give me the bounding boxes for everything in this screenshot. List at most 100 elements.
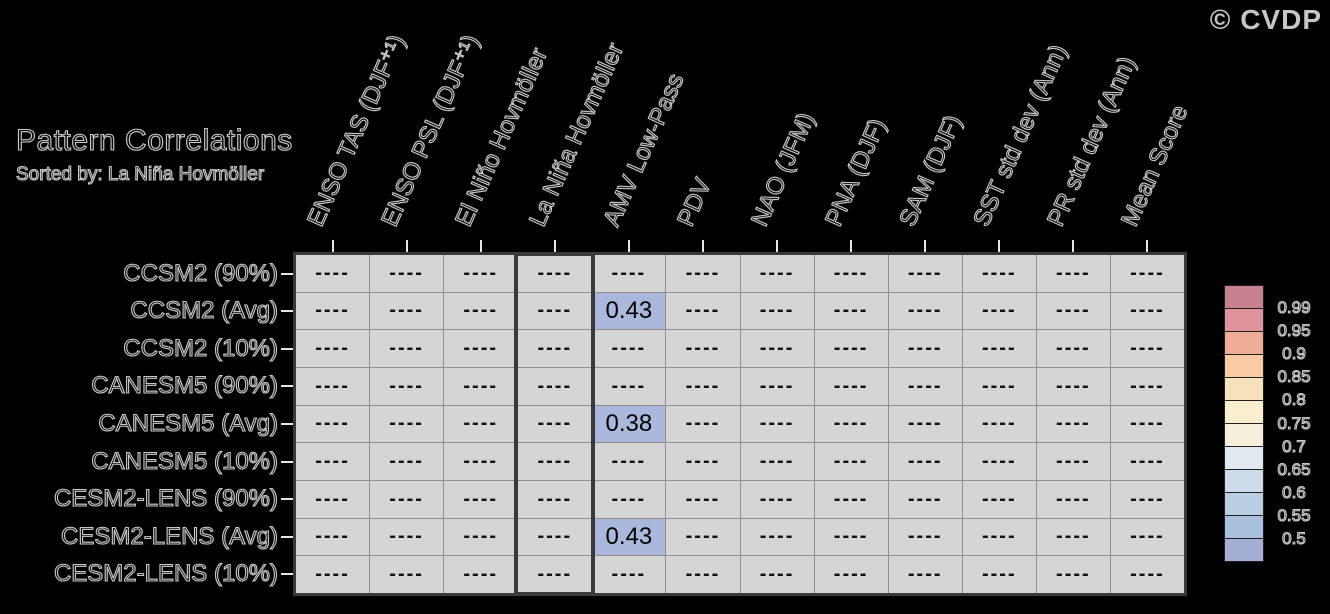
legend-color-block xyxy=(1225,309,1263,332)
grid-cell: ---- xyxy=(814,255,888,292)
grid-cell: ---- xyxy=(518,556,592,593)
legend-color-block xyxy=(1225,424,1263,447)
grid-cell: ---- xyxy=(814,518,888,556)
grid-cell: ---- xyxy=(370,443,444,480)
grid-cell: ---- xyxy=(518,292,592,330)
legend-label: 0.95 xyxy=(1277,321,1311,341)
legend-color-block xyxy=(1225,516,1263,539)
grid-cell: ---- xyxy=(370,255,444,292)
grid-cell: ---- xyxy=(814,368,888,405)
grid-cell: ---- xyxy=(962,556,1036,593)
legend-color-block xyxy=(1225,286,1263,309)
row-label: CCSM2 (90%) xyxy=(123,259,279,287)
grid-cell: ---- xyxy=(888,330,962,367)
grid-cell: ---- xyxy=(888,368,962,405)
grid-cell: ---- xyxy=(1110,330,1184,367)
legend-label: 0.99 xyxy=(1277,298,1311,318)
row-label: CANESM5 (Avg) xyxy=(98,410,279,437)
grid-cell: ---- xyxy=(444,556,518,593)
legend-label: 0.5 xyxy=(1282,528,1307,548)
legend-color-block xyxy=(1225,493,1263,516)
grid-cell: ---- xyxy=(444,518,518,556)
grid-cell: ---- xyxy=(444,368,518,405)
grid-cell: ---- xyxy=(296,368,370,405)
grid-cell: ---- xyxy=(962,330,1036,367)
grid-cell: ---- xyxy=(740,368,814,405)
grid-cell: ---- xyxy=(888,405,962,443)
legend-label: 0.7 xyxy=(1282,436,1307,456)
legend-color-block xyxy=(1225,447,1263,470)
legend-color-block xyxy=(1225,332,1263,355)
grid-cell: ---- xyxy=(888,255,962,292)
grid-cell: ---- xyxy=(814,292,888,330)
grid-cell: ---- xyxy=(1036,481,1110,518)
legend-label: 0.85 xyxy=(1277,367,1311,387)
legend-label: 0.9 xyxy=(1282,344,1307,364)
column-tick xyxy=(628,240,630,255)
row-label: CESM2-LENS (Avg) xyxy=(60,522,278,550)
grid-cell: ---- xyxy=(1036,368,1110,405)
grid-cell: ---- xyxy=(1036,255,1110,292)
grid-cell: ---- xyxy=(962,255,1036,292)
grid-cell: ---- xyxy=(666,556,740,593)
column-header: PDV xyxy=(672,174,718,231)
column-header: PNA (DJF) xyxy=(820,114,892,231)
grid-cell: ---- xyxy=(370,405,444,443)
row-label: CCSM2 (Avg) xyxy=(130,297,279,325)
column-header: Mean Score xyxy=(1116,101,1194,231)
grid-cell: ---- xyxy=(814,556,888,593)
grid-cell: ---- xyxy=(814,481,888,518)
grid-cell: ---- xyxy=(962,292,1036,330)
row-label: CANESM5 (90%) xyxy=(91,372,279,400)
grid-cell: ---- xyxy=(370,518,444,556)
grid-cell: ---- xyxy=(444,481,518,518)
row-label: CESM2-LENS (90%) xyxy=(53,485,278,513)
row-label: CESM2-LENS (10%) xyxy=(53,560,278,588)
grid-cell: ---- xyxy=(740,405,814,443)
grid-cell: ---- xyxy=(814,405,888,443)
grid-cell: ---- xyxy=(444,443,518,480)
grid-cell: ---- xyxy=(518,405,592,443)
grid-cell: ---- xyxy=(666,368,740,405)
legend-label: 0.6 xyxy=(1282,482,1307,502)
grid-cell: ---- xyxy=(1036,556,1110,593)
grid-cell: ---- xyxy=(814,330,888,367)
row-label: CCSM2 (10%) xyxy=(123,334,279,362)
column-tick xyxy=(776,240,778,255)
legend-label: 0.55 xyxy=(1277,505,1311,525)
grid-cell: ---- xyxy=(1110,292,1184,330)
grid-cell: ---- xyxy=(666,443,740,480)
grid-cell: 0.38 xyxy=(592,405,666,443)
row-tick xyxy=(281,535,295,538)
grid-cell: ---- xyxy=(666,481,740,518)
grid-cell: ---- xyxy=(518,368,592,405)
grid-cell: ---- xyxy=(592,556,666,593)
column-tick xyxy=(406,240,408,255)
column-header: NAO (JFM) xyxy=(746,108,821,231)
grid-cell: ---- xyxy=(666,405,740,443)
grid-cell: ---- xyxy=(370,556,444,593)
grid-cell: ---- xyxy=(666,518,740,556)
row-tick xyxy=(281,347,295,350)
row-tick xyxy=(281,385,295,388)
grid-cell: 0.43 xyxy=(592,518,666,556)
grid-cell: ---- xyxy=(370,368,444,405)
grid-cell: ---- xyxy=(1110,255,1184,292)
row-label: CANESM5 (10%) xyxy=(91,447,279,475)
grid-cell: ---- xyxy=(962,481,1036,518)
grid-cell: ---- xyxy=(592,330,666,367)
column-tick xyxy=(850,240,852,255)
grid-cell: ---- xyxy=(1110,443,1184,480)
row-tick xyxy=(281,573,295,576)
grid-cell: ---- xyxy=(888,443,962,480)
grid-cell: ---- xyxy=(1110,368,1184,405)
legend-label: 0.65 xyxy=(1277,459,1311,479)
legend-label: 0.8 xyxy=(1282,390,1307,410)
grid-cell: ---- xyxy=(444,292,518,330)
grid-cell: ---- xyxy=(740,443,814,480)
column-header: SAM (DJF) xyxy=(894,110,968,231)
grid-cell: ---- xyxy=(962,368,1036,405)
column-tick xyxy=(332,240,334,255)
grid-cell: ---- xyxy=(296,556,370,593)
legend-color-block xyxy=(1225,355,1263,378)
